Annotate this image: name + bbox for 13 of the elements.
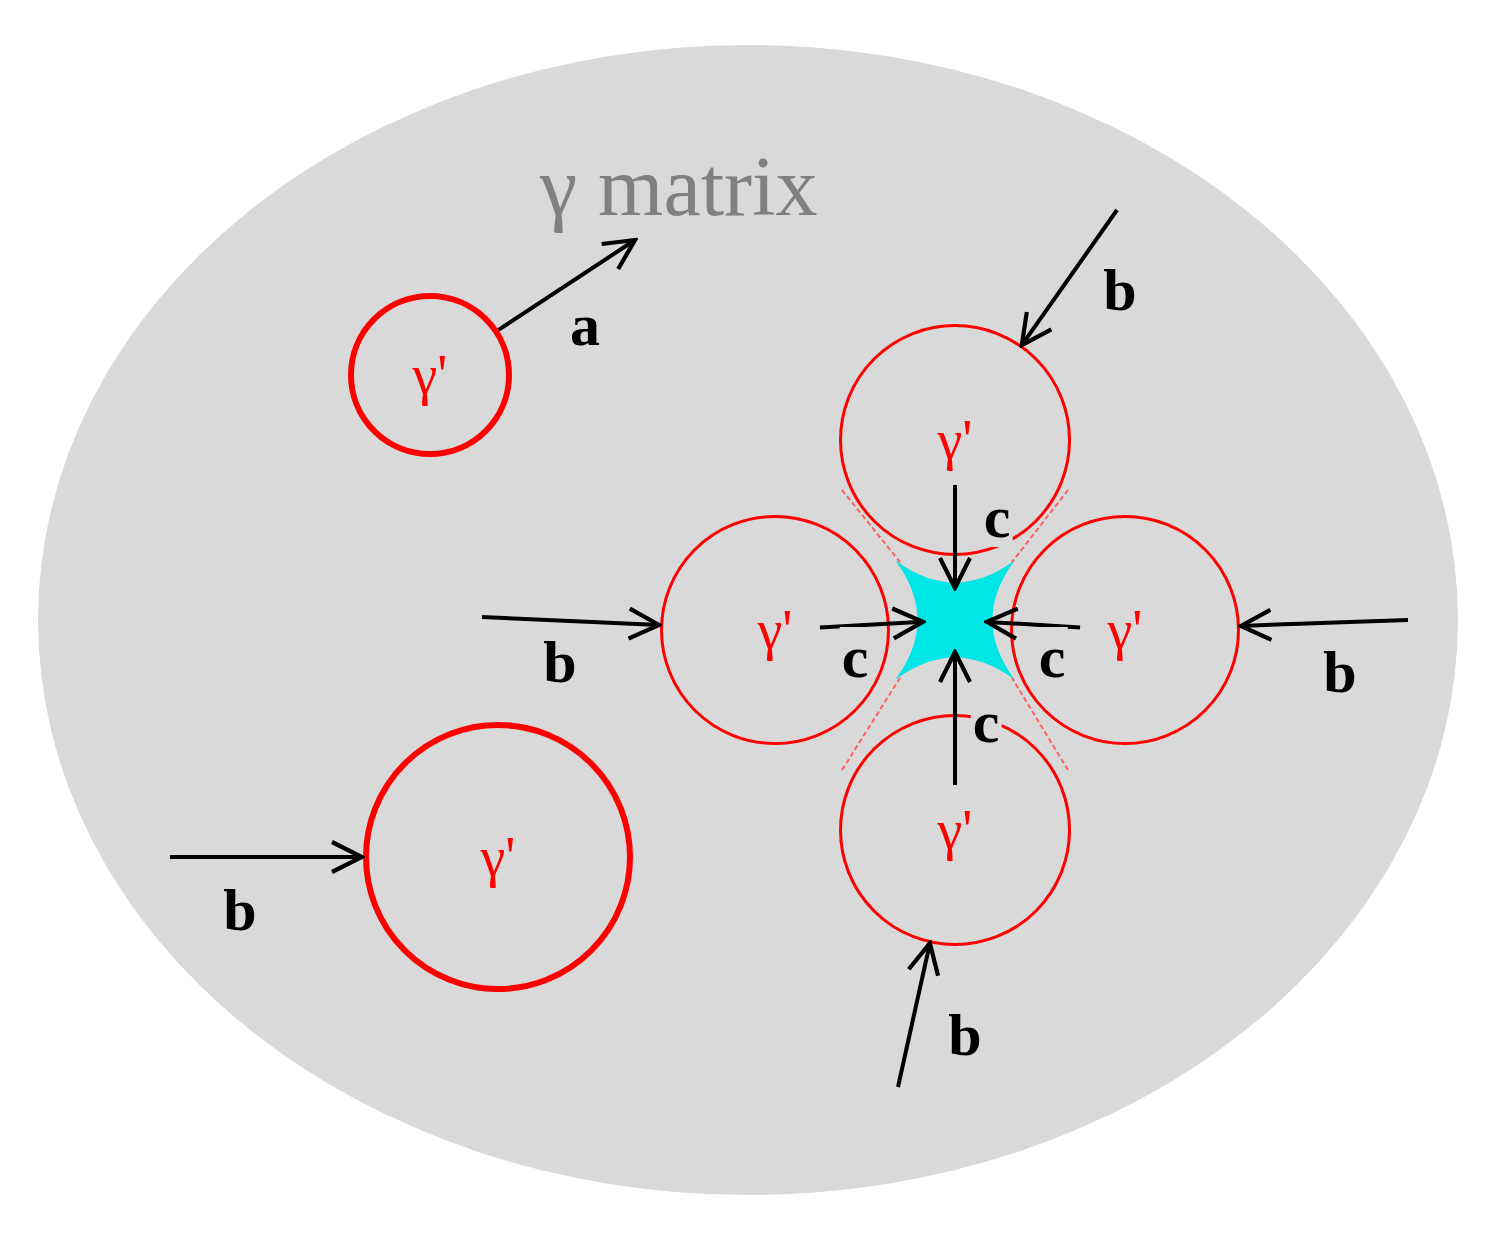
arrow: [170, 839, 365, 875]
arrow: [937, 649, 973, 785]
arrow: [497, 237, 638, 332]
arrow: [1238, 607, 1409, 642]
precipitate-circle: [363, 722, 633, 992]
precipitate-circle: [348, 293, 512, 457]
arrow: [896, 941, 941, 1088]
arrow: [1019, 208, 1119, 348]
arrow: [819, 606, 926, 641]
arrow: [937, 485, 973, 591]
star-shape: [895, 560, 1015, 680]
arrow: [481, 606, 662, 641]
arrow: [984, 606, 1081, 641]
